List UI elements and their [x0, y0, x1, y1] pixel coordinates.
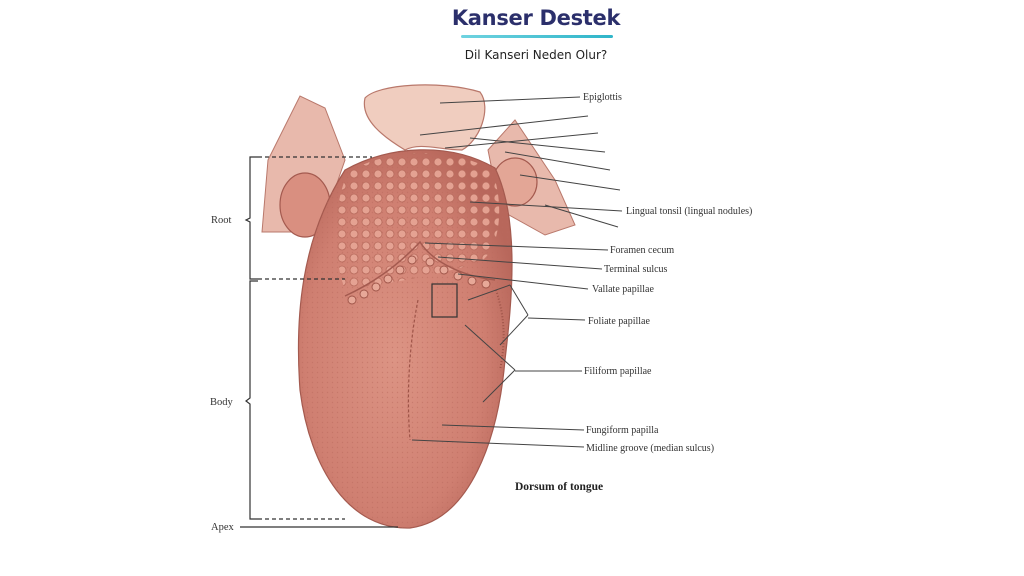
label-lingual-tonsil: Lingual tonsil (lingual nodules)	[626, 206, 752, 217]
region-labels: Root Body Apex	[210, 215, 234, 533]
terminal-sulcus-line	[344, 240, 496, 297]
region-brackets	[240, 156, 398, 528]
label-vallate-papillae: Vallate papillae	[592, 284, 654, 295]
label-fungiform-papilla: Fungiform papilla	[586, 425, 659, 436]
label-foliate-papillae: Foliate papillae	[588, 316, 650, 327]
structure-labels: Epiglottis Lingual tonsil (lingual nodul…	[583, 92, 752, 454]
label-terminal-sulcus: Terminal sulcus	[604, 264, 668, 275]
foliate-papillae-edge	[495, 289, 505, 371]
label-foramen-cecum: Foramen cecum	[610, 245, 674, 256]
diagram-caption: Dorsum of tongue	[515, 481, 603, 493]
midline-groove-line	[407, 299, 419, 441]
epiglottis-shape	[363, 84, 486, 151]
brand-underline	[461, 35, 613, 38]
label-filiform-papillae: Filiform papillae	[584, 366, 652, 377]
leader-lines	[411, 96, 623, 448]
detail-box	[431, 283, 458, 318]
label-body: Body	[210, 397, 234, 408]
tongue-illustration	[261, 84, 576, 529]
vallate-papillae-row	[347, 255, 491, 305]
label-apex: Apex	[211, 522, 234, 533]
lingual-tonsil-region	[335, 152, 500, 290]
label-epiglottis: Epiglottis	[583, 92, 622, 103]
label-root: Root	[211, 215, 232, 226]
label-midline-groove: Midline groove (median sulcus)	[586, 443, 714, 454]
page-subtitle: Dil Kanseri Neden Olur?	[464, 48, 608, 62]
brand-logo-text: Kanser Destek	[451, 6, 621, 30]
